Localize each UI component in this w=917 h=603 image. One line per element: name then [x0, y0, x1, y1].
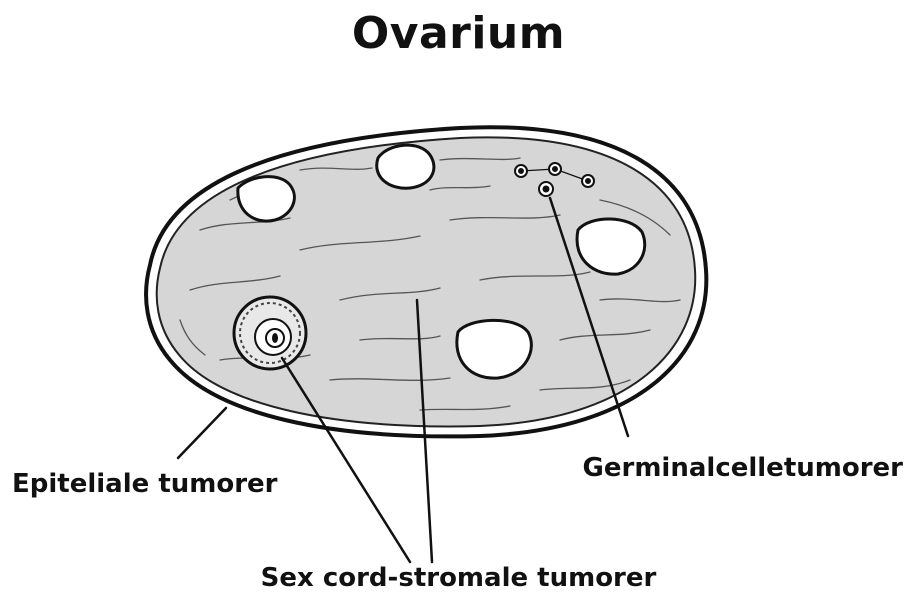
label-germ-cell-tumors: Germinalcelletumorer: [583, 453, 903, 483]
stromal-tumor-nodule: [234, 297, 306, 369]
follicle: [377, 145, 434, 188]
label-epithelial-tumors: Epiteliale tumorer: [12, 469, 277, 499]
follicle: [577, 219, 645, 274]
label-sex-cord-stromal-tumors: Sex cord-stromale tumorer: [0, 563, 917, 593]
leader-line-epithelial: [178, 408, 226, 458]
follicle: [238, 177, 295, 221]
follicle: [457, 320, 532, 378]
